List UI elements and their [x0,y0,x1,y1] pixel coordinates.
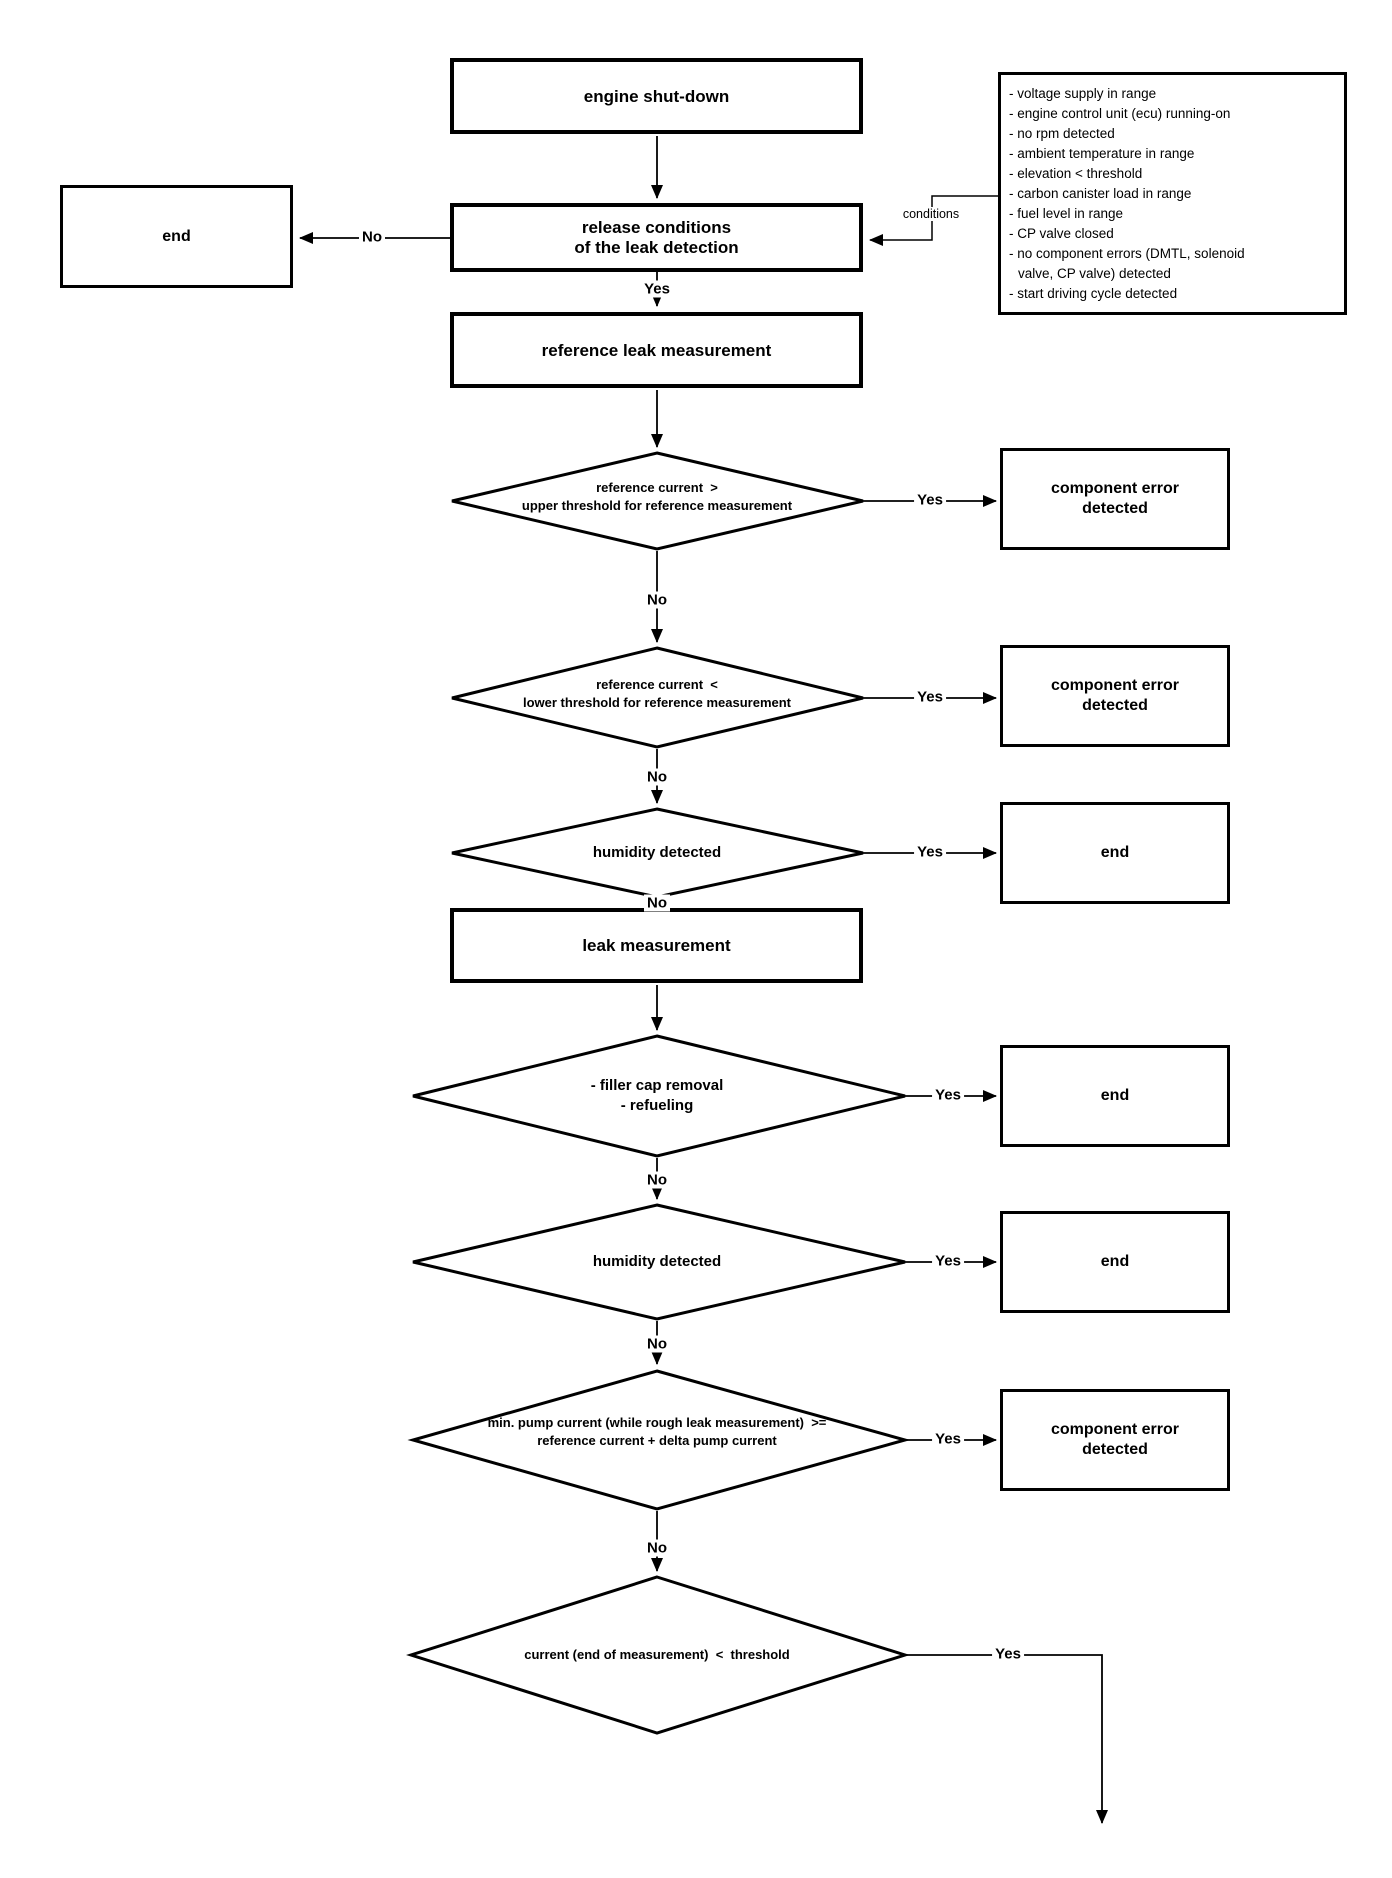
label-no-d5: No [644,1335,670,1353]
decision-diamond-current-threshold [406,1575,910,1735]
label-yes-d4: Yes [932,1086,964,1104]
label-no-d2: No [644,768,670,786]
process-box-release-conditions: release conditions of the leak detection [450,203,863,272]
label-no-d4: No [644,1171,670,1189]
arrow-yes-d7-down [905,1654,1108,1824]
decision-text-ref-current-upper: reference current > upper threshold for … [521,480,793,513]
decision-text-min-pump-current: min. pump current (while rough leak meas… [487,1415,827,1448]
decision-text-humidity-2: humidity detected [592,1253,722,1270]
decision-diamond-humidity-2 [412,1203,906,1321]
decision-diamond-ref-current-lower [451,646,864,749]
label-yes-d2: Yes [914,688,946,706]
label-yes-d6: Yes [932,1430,964,1448]
label-no-d6: No [644,1539,670,1557]
condition-item: - elevation < threshold [1009,166,1143,181]
condition-item: - fuel level in range [1009,206,1124,221]
decision-diamond-min-pump-current [407,1369,911,1511]
component-error-box-1: component error detected [1000,448,1230,550]
condition-item: - engine control unit (ecu) running-on [1009,106,1231,121]
end-box-filler-cap: end [1000,1045,1230,1147]
process-box-label-line1: release conditions [581,217,732,237]
condition-item: - no component errors (DMTL, solenoid [1009,246,1245,261]
label-yes-d3: Yes [914,843,946,861]
process-box-label-line2: of the leak detection [574,237,739,257]
process-box-engine-shutdown: engine shut-down [450,58,863,134]
process-box-reference-leak-measurement: reference leak measurement [450,312,863,388]
end-box-label: end [1100,844,1130,861]
process-box-label: engine shut-down [583,86,730,106]
decision-text-filler-cap: - filler cap removal - refueling [590,1077,724,1114]
end-box-label: end [162,227,191,245]
outcome-label-line1: component error [1050,1421,1179,1438]
label-yes-d7: Yes [992,1645,1024,1663]
condition-item: - carbon canister load in range [1009,186,1192,201]
outcome-label-line2: detected [1082,500,1148,517]
condition-item: - start driving cycle detected [1009,286,1178,301]
end-box-humidity-1: end [1000,802,1230,904]
outcome-label-line1: component error [1050,480,1179,497]
component-error-box-3: component error detected [1000,1389,1230,1491]
process-box-label: leak measurement [582,936,731,955]
label-conditions: conditions [900,207,962,221]
end-box-humidity-2: end [1000,1211,1230,1313]
condition-item: - no rpm detected [1009,126,1115,141]
condition-item: valve, CP valve) detected [1018,266,1171,281]
outcome-label-line1: component error [1050,677,1179,694]
decision-diamond-ref-current-upper [451,451,864,551]
condition-item: - voltage supply in range [1009,86,1157,101]
end-box-label: end [1100,1253,1130,1270]
label-yes-release: Yes [641,280,673,298]
process-box-label: reference leak measurement [541,340,772,360]
end-box-label: end [1100,1087,1130,1104]
condition-item: - CP valve closed [1009,226,1114,241]
outcome-label-line2: detected [1082,1441,1148,1458]
decision-diamond-filler-cap [412,1034,906,1158]
label-no-d1: No [644,591,670,609]
conditions-box: - voltage supply in range - engine contr… [998,72,1347,315]
outcome-label-line2: detected [1082,697,1148,714]
label-no-release: No [359,228,385,246]
label-no-d3: No [644,894,670,912]
process-box-leak-measurement: leak measurement [450,908,863,983]
label-yes-d1: Yes [914,491,946,509]
component-error-box-2: component error detected [1000,645,1230,747]
end-box-left: end [60,185,293,288]
decision-text-humidity-1: humidity detected [592,844,722,861]
condition-item: - ambient temperature in range [1009,146,1195,161]
decision-text-current-threshold: current (end of measurement) < threshold [524,1647,790,1662]
decision-text-ref-current-lower: reference current < lower threshold for … [522,677,792,710]
label-yes-d5: Yes [932,1252,964,1270]
conditions-list: - voltage supply in range - engine contr… [1009,84,1338,304]
